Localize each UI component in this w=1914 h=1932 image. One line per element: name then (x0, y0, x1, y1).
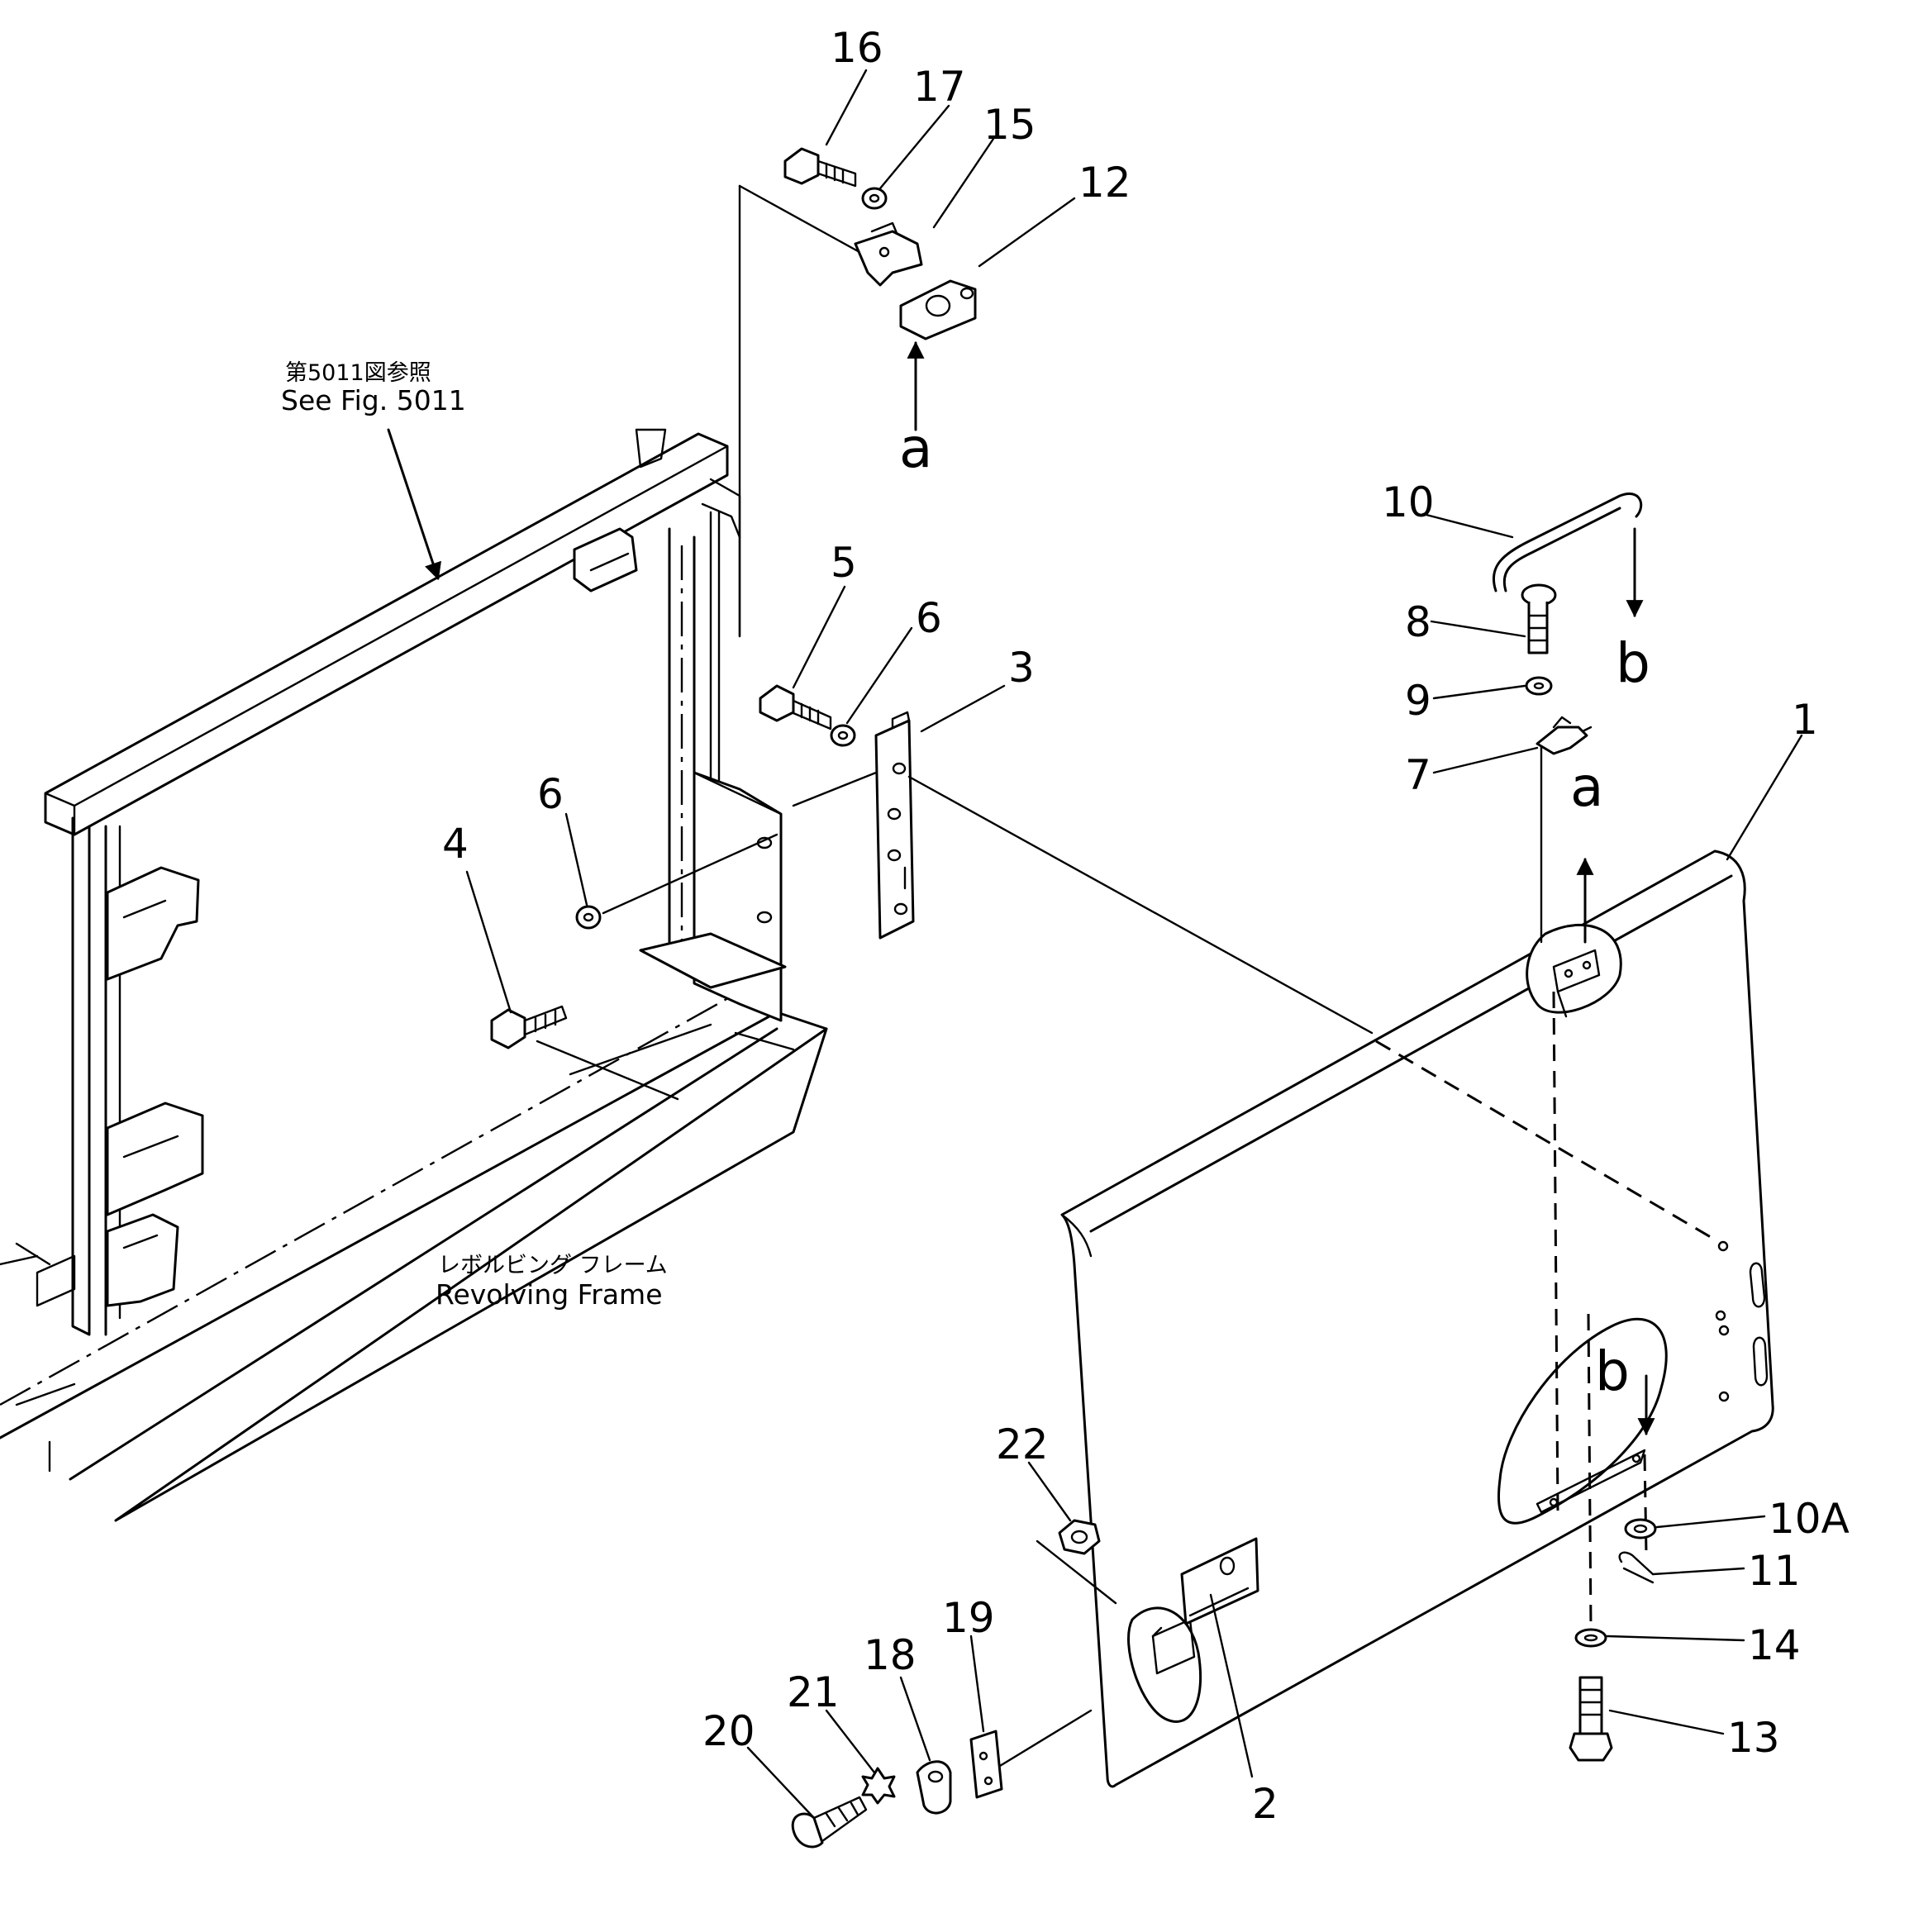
callout-3: 3 (1008, 644, 1035, 692)
callout-6-lower: 6 (537, 770, 564, 818)
view-marker-b-lower: b (1595, 1340, 1630, 1403)
callout-8: 8 (1405, 598, 1431, 646)
callout-1: 1 (1792, 696, 1818, 744)
leader-lines (465, 69, 1803, 1820)
middle-hinge-parts (490, 684, 1374, 1049)
callout-7: 7 (1405, 751, 1431, 799)
view-marker-a-right: a (1570, 755, 1603, 819)
callout-17: 17 (913, 63, 966, 111)
view-marker-b-upper: b (1616, 631, 1650, 695)
callout-22: 22 (996, 1420, 1049, 1468)
door-panel (994, 742, 1774, 1788)
callout-21: 21 (787, 1668, 840, 1716)
view-marker-a-upper: a (899, 416, 932, 480)
callout-16: 16 (831, 24, 883, 72)
callout-20: 20 (702, 1707, 755, 1755)
callout-10a: 10A (1769, 1495, 1850, 1543)
callout-18: 18 (864, 1631, 917, 1679)
callout-5: 5 (831, 539, 857, 587)
frame-label-japanese: レボルビング フレーム (438, 1253, 668, 1278)
annotations: 第5011図参照 See Fig. 5011 レボルビング フレーム Revol… (281, 24, 1850, 1828)
callout-2: 2 (1252, 1780, 1278, 1828)
callout-14: 14 (1748, 1621, 1801, 1669)
reference-note-japanese: 第5011図参照 (285, 360, 431, 386)
lock-parts (1492, 493, 1644, 755)
callout-12: 12 (1078, 159, 1131, 207)
callout-11: 11 (1748, 1547, 1801, 1595)
callout-4: 4 (442, 820, 469, 868)
lower-fasteners (1569, 1518, 1657, 1762)
callout-15: 15 (983, 101, 1036, 149)
lower-left-fasteners (791, 1519, 1101, 1849)
upper-hinge-parts (783, 147, 977, 431)
callout-13: 13 (1727, 1714, 1780, 1762)
callout-9: 9 (1405, 677, 1431, 725)
callout-10: 10 (1382, 478, 1435, 526)
frame-label-english: Revolving Frame (436, 1278, 663, 1311)
revolving-frame (0, 184, 861, 1522)
callout-6-upper: 6 (916, 594, 942, 642)
callout-19: 19 (942, 1594, 995, 1642)
reference-note-english: See Fig. 5011 (281, 384, 466, 416)
